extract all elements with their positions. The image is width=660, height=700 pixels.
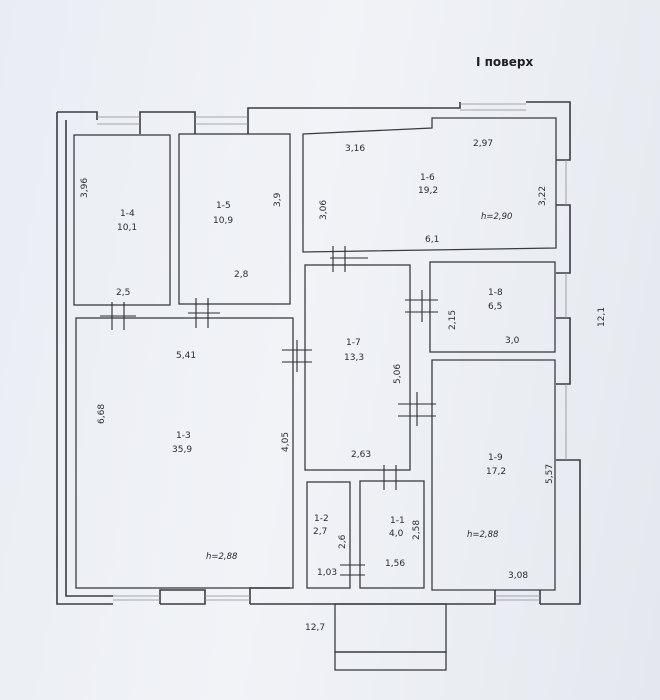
room-1-9-id: 1-9 — [488, 453, 503, 463]
dim-1-3-left: 6,68 — [97, 404, 107, 424]
room-1-6-id: 1-6 — [420, 173, 435, 183]
room-labels: 1-4 10,1 1-5 10,9 1-6 19,2 1-7 13,3 1-8 … — [117, 173, 506, 539]
height-1-9: h=2,88 — [467, 530, 499, 540]
dim-1-5-width: 2,8 — [234, 270, 249, 280]
room-1-5-id: 1-5 — [216, 201, 231, 211]
dim-1-6-right: 3,22 — [538, 186, 548, 206]
dim-1-1-height: 2,58 — [412, 520, 422, 540]
dim-1-6-top-left: 3,16 — [345, 144, 365, 154]
dim-1-6-left: 3,06 — [319, 200, 329, 220]
dim-1-3-right: 4,05 — [281, 432, 291, 452]
dim-1-8-width: 3,0 — [505, 336, 520, 346]
dim-1-5-height: 3,9 — [273, 192, 283, 207]
height-1-6: h=2,90 — [481, 212, 512, 222]
dim-total-bottom: 12,7 — [305, 623, 325, 633]
dim-1-7-height: 5,06 — [393, 364, 403, 384]
dim-1-6-top-right: 2,97 — [473, 139, 493, 149]
room-1-1-area: 4,0 — [389, 529, 404, 539]
room-1-9-area: 17,2 — [486, 467, 506, 477]
dim-total-right: 12,1 — [597, 307, 607, 327]
window-marks — [97, 103, 567, 601]
dim-1-4-width: 2,5 — [116, 288, 130, 298]
room-1-4-id: 1-4 — [120, 209, 135, 219]
dim-1-2-height: 2,6 — [338, 534, 348, 549]
room-1-2-area: 2,7 — [313, 527, 327, 537]
room-1-7-id: 1-7 — [346, 338, 361, 348]
room-1-3-id: 1-3 — [176, 431, 191, 441]
dimension-labels: 3,96 2,5 3,9 2,8 3,16 2,97 3,06 3,22 6,1… — [80, 139, 607, 633]
dim-1-2-width: 1,03 — [317, 568, 337, 578]
room-1-8-area: 6,5 — [488, 302, 502, 312]
floor-title: I поверх — [476, 55, 534, 69]
room-1-1-id: 1-1 — [390, 516, 405, 526]
dim-1-3-width: 5,41 — [176, 351, 196, 361]
dim-1-9-width: 3,08 — [508, 571, 528, 581]
door-marks — [100, 246, 438, 576]
room-heights: h=2,88 h=2,90 h=2,88 — [206, 212, 512, 562]
room-1-5-area: 10,9 — [213, 216, 233, 226]
room-outlines — [73, 117, 557, 591]
exterior-walls — [56, 101, 581, 605]
entrance-porch — [334, 603, 447, 671]
dim-1-8-height: 2,15 — [448, 310, 458, 330]
room-1-3-area: 35,9 — [172, 445, 192, 455]
room-1-6-area: 19,2 — [418, 186, 438, 196]
height-1-3: h=2,88 — [206, 552, 238, 562]
room-1-7-area: 13,3 — [344, 353, 364, 363]
dim-1-4-height: 3,96 — [80, 178, 90, 198]
dim-1-1-width: 1,56 — [385, 559, 405, 569]
dim-1-9-height: 5,57 — [545, 464, 555, 484]
room-1-8-id: 1-8 — [488, 288, 503, 298]
room-1-2-id: 1-2 — [314, 514, 329, 524]
dim-1-6-bottom: 6,1 — [425, 235, 439, 245]
room-1-4-area: 10,1 — [117, 223, 137, 233]
dim-1-7-width: 2,63 — [351, 450, 371, 460]
